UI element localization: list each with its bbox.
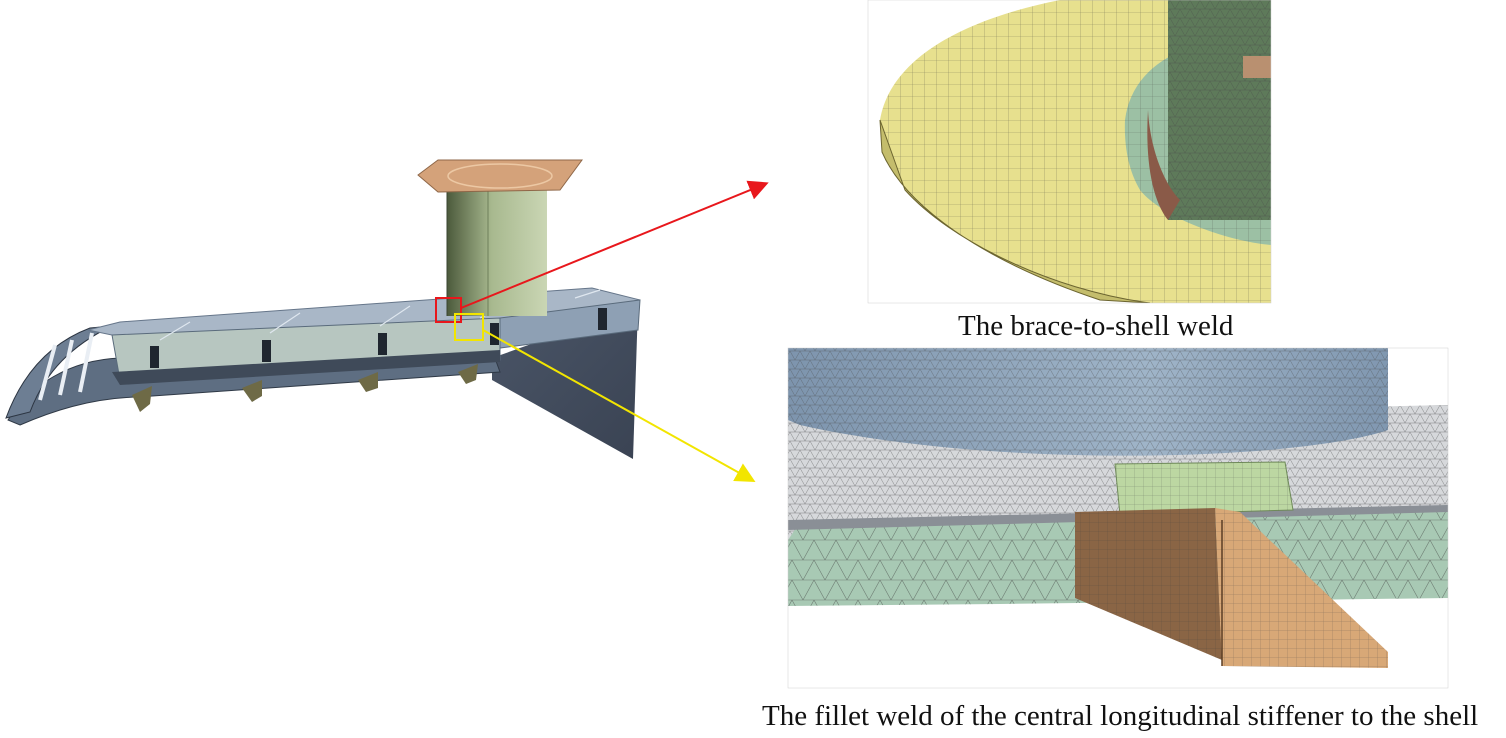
highlight-box-yellow <box>454 313 484 341</box>
vertical-web-plate <box>492 306 638 459</box>
callout-arrow-red <box>460 180 769 309</box>
highlight-box-red <box>435 297 462 323</box>
inset-stiffener-fillet-weld <box>788 348 1448 688</box>
callout-arrow-yellow <box>482 329 756 482</box>
caption-brace-to-shell-weld: The brace-to-shell weld <box>958 310 1234 342</box>
brace-cap-plate <box>417 159 583 193</box>
inset-brace-to-shell-weld <box>868 0 1271 303</box>
brace-cylinder <box>447 188 547 316</box>
structure-model <box>5 159 641 459</box>
caption-stiffener-fillet-weld: The fillet weld of the central longitudi… <box>762 700 1479 732</box>
plate-edge <box>879 119 1151 303</box>
